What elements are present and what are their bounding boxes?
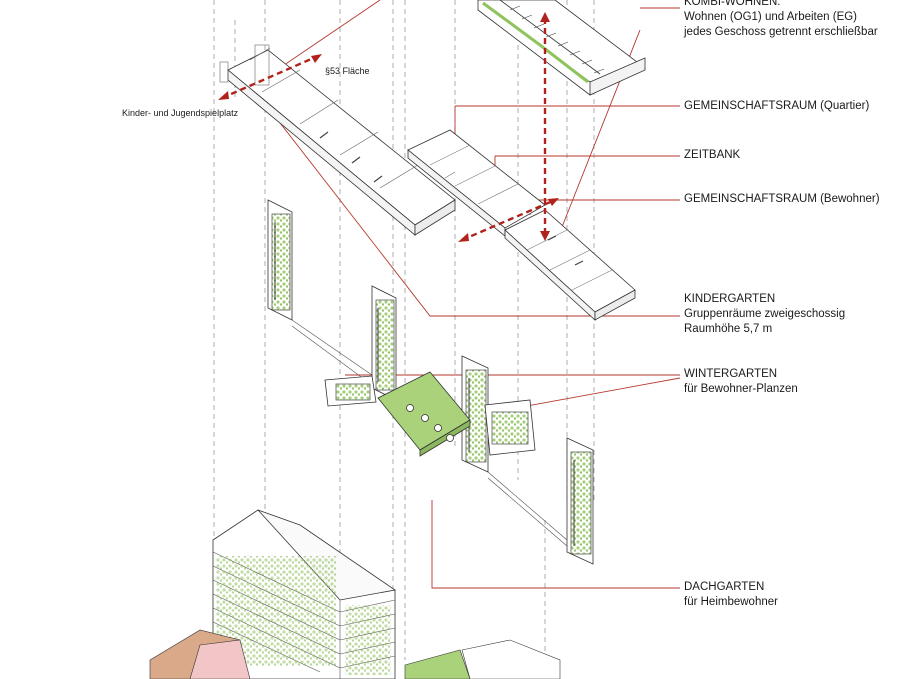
spielplatz-label: Kinder- und Jugendspielplatz — [122, 108, 239, 118]
kombi-wohnen-title: KOMBI-WOHNEN: — [684, 0, 781, 8]
ground-plane — [149, 629, 561, 679]
wintergarten-title: WINTERGARTEN — [684, 368, 778, 380]
flaeche-label: §53 Fläche — [325, 66, 370, 76]
gemeinschaftsraum-plan — [407, 129, 546, 237]
wintergarten-label: WINTERGARTEN für Bewohner-Planzen — [684, 367, 798, 397]
wintergarten-line1: für Bewohner-Planzen — [684, 383, 798, 395]
kindergarten-line1: Gruppenräume zweigeschossig — [684, 308, 846, 320]
kindergarten-title: KINDERGARTEN — [684, 293, 776, 305]
ramps — [291, 319, 568, 547]
dachgarten-label: DACHGARTEN für Heimbewohner — [684, 580, 778, 610]
arrow-heads — [218, 12, 559, 242]
kombi-wohnen-line1: Wohnen (OG1) und Arbeiten (EG) — [684, 11, 858, 23]
gemeinschaftsraum-bewohner-label: GEMEINSCHAFTSRAUM (Bewohner) — [684, 193, 880, 205]
zeitbank-label: ZEITBANK — [684, 149, 741, 161]
kombi-wohnen-volume — [477, 0, 646, 96]
kombi-wohnen-label: KOMBI-WOHNEN: Wohnen (OG1) und Arbeiten … — [684, 0, 878, 40]
kindergarten-slab — [219, 44, 456, 236]
gemeinschaftsraum-bewohner-plan — [504, 209, 636, 321]
lower-residential-block — [212, 509, 397, 679]
kombi-wohnen-line2: jedes Geschoss getrennt erschließbar — [684, 26, 878, 38]
gemeinschaftsraum-quartier-label: GEMEINSCHAFTSRAUM (Quartier) — [684, 100, 870, 112]
dachgarten-title: DACHGARTEN — [684, 581, 765, 593]
dachgarten-line1: für Heimbewohner — [684, 596, 778, 608]
wintergarten-deck — [324, 371, 536, 457]
kindergarten-label: KINDERGARTEN Gruppenräume zweigeschossig… — [684, 292, 845, 337]
kindergarten-line2: Raumhöhe 5,7 m — [684, 323, 773, 335]
tower-facades — [267, 199, 594, 565]
